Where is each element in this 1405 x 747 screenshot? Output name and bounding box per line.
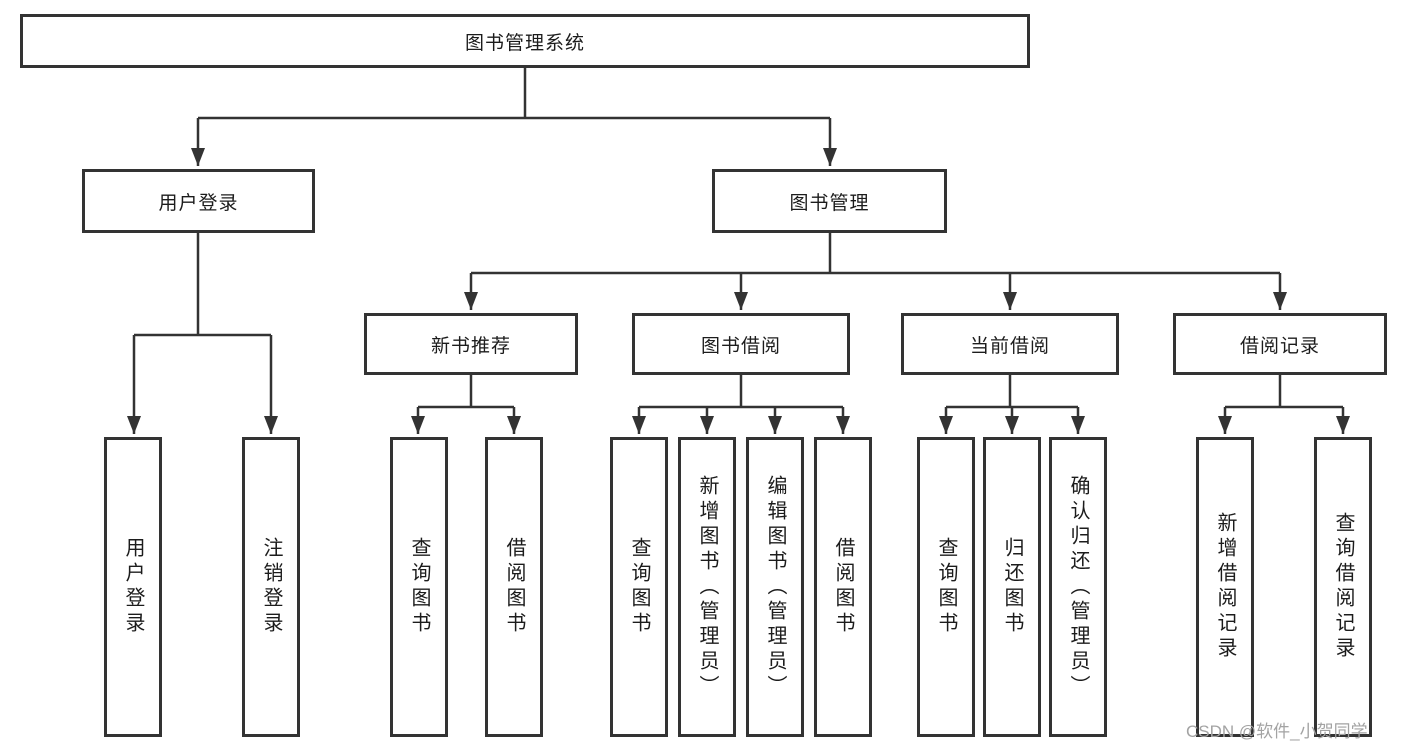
leaf-add-borrow-record: 新增借阅记录 <box>1196 437 1254 737</box>
leaf-query-book-recommend: 查询图书 <box>390 437 448 737</box>
leaf-query-book-recommend-label: 查询图书 <box>408 537 430 637</box>
node-book-management: 图书管理 <box>712 169 947 233</box>
leaf-add-book-admin-label: 新增图书（管理员） <box>696 474 718 700</box>
leaf-borrow-book-recommend: 借阅图书 <box>485 437 543 737</box>
leaf-borrow-book-recommend-label: 借阅图书 <box>503 537 525 637</box>
node-book-borrow-label: 图书借阅 <box>700 335 781 357</box>
leaf-confirm-return-admin-label: 确认归还（管理员） <box>1067 474 1089 700</box>
node-user-login: 用户登录 <box>82 169 315 233</box>
node-new-book-recommend-label: 新书推荐 <box>430 335 511 357</box>
leaf-return-book-label: 归还图书 <box>1001 537 1023 637</box>
node-new-book-recommend: 新书推荐 <box>364 313 578 375</box>
leaf-return-book: 归还图书 <box>983 437 1041 737</box>
leaf-query-book-borrow-label: 查询图书 <box>628 537 650 637</box>
leaf-edit-book-admin-label: 编辑图书（管理员） <box>764 474 786 700</box>
leaf-query-borrow-record: 查询借阅记录 <box>1314 437 1372 737</box>
node-root-system: 图书管理系统 <box>20 14 1030 68</box>
node-book-borrow: 图书借阅 <box>632 313 850 375</box>
node-user-login-label: 用户登录 <box>158 192 239 214</box>
leaf-borrow-book: 借阅图书 <box>814 437 872 737</box>
leaf-query-book-borrow: 查询图书 <box>610 437 668 737</box>
leaf-logout: 注销登录 <box>242 437 300 737</box>
leaf-add-borrow-record-label: 新增借阅记录 <box>1214 512 1236 662</box>
node-current-borrow: 当前借阅 <box>901 313 1119 375</box>
node-current-borrow-label: 当前借阅 <box>969 335 1050 357</box>
node-borrow-record: 借阅记录 <box>1173 313 1387 375</box>
leaf-edit-book-admin: 编辑图书（管理员） <box>746 437 804 737</box>
leaf-logout-label: 注销登录 <box>260 537 282 637</box>
leaf-query-borrow-record-label: 查询借阅记录 <box>1332 512 1354 662</box>
leaf-add-book-admin: 新增图书（管理员） <box>678 437 736 737</box>
leaf-user-login: 用户登录 <box>104 437 162 737</box>
node-root-label: 图书管理系统 <box>464 32 585 54</box>
node-borrow-record-label: 借阅记录 <box>1239 335 1320 357</box>
leaf-borrow-book-label: 借阅图书 <box>832 537 854 637</box>
csdn-watermark: CSDN @软件_小贺同学 <box>1186 722 1368 741</box>
leaf-user-login-label: 用户登录 <box>122 537 144 637</box>
node-book-management-label: 图书管理 <box>789 192 870 214</box>
leaf-query-book-current-label: 查询图书 <box>935 537 957 637</box>
leaf-query-book-current: 查询图书 <box>917 437 975 737</box>
leaf-confirm-return-admin: 确认归还（管理员） <box>1049 437 1107 737</box>
